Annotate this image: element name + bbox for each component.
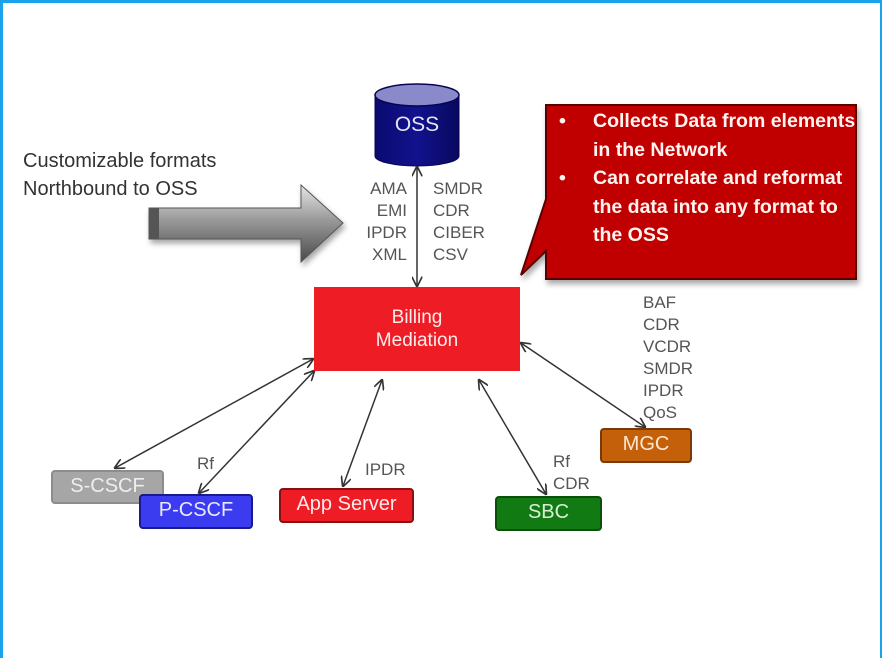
northbound-arrow-icon (148, 183, 344, 264)
arrow-tail-band (149, 208, 159, 239)
node-sbc: SBC (495, 496, 602, 531)
caption-line-2: Northbound to OSS (23, 178, 198, 200)
node-mgc: MGC (600, 428, 692, 463)
northbound-caption: Customizable formats Northbound to OSS (23, 147, 216, 203)
format-label: IPDR (643, 381, 684, 400)
northbound-formats-right: SMDR CDR CIBER CSV (433, 178, 503, 266)
format-label: AMA (370, 179, 407, 198)
node-p-cscf: P-CSCF (139, 494, 253, 529)
callout-text: • Collects Data from elements in the Net… (559, 107, 857, 250)
format-label: CSV (433, 245, 468, 264)
format-label: QoS (643, 403, 678, 422)
connector-billing-mgc (521, 343, 645, 427)
caption-line-1: Customizable formats (23, 150, 217, 172)
format-label: SMDR (643, 359, 694, 378)
format-label: XML (372, 245, 407, 264)
interface-label: Rf (553, 452, 570, 471)
connector-billing-p-cscf (199, 371, 314, 493)
sbc-interface-labels: Rf CDR (553, 451, 590, 495)
node-app-server: App Server (279, 488, 414, 523)
northbound-formats-left: AMA EMI IPDR XML (359, 178, 407, 266)
connector-billing-app-server (343, 380, 382, 486)
connector-billing-sbc (479, 380, 546, 494)
diagram-graphics (3, 83, 857, 658)
format-label: CDR (643, 315, 680, 334)
connector-billing-s-cscf (115, 359, 313, 468)
mgc-formats: BAF CDR VCDR SMDR IPDR QoS (643, 292, 693, 424)
oss-database-icon (374, 83, 460, 167)
billing-mediation-box: Billing Mediation (314, 287, 520, 371)
app-server-interface-label: IPDR (365, 460, 406, 479)
format-label: CDR (433, 201, 470, 220)
billing-mediation-line-2: Mediation (375, 330, 459, 351)
format-label: SMDR (433, 179, 484, 198)
format-label: VCDR (643, 337, 692, 356)
format-label: IPDR (366, 223, 407, 242)
oss-label: OSS (394, 113, 440, 136)
format-label: CIBER (433, 223, 485, 242)
callout-bullet-text: Can correlate and reformat the data into… (593, 167, 843, 246)
bullet-icon: • (559, 167, 566, 189)
callout-bubble (520, 104, 857, 280)
bullet-icon: • (559, 110, 566, 132)
billing-mediation-line-1: Billing (391, 307, 443, 328)
callout-bullet: • Can correlate and reformat the data in… (559, 164, 857, 250)
interface-label: CDR (553, 474, 590, 493)
callout-bullet: • Collects Data from elements in the Net… (559, 107, 857, 164)
format-label: EMI (376, 201, 407, 220)
p-cscf-interface-label: Rf (197, 454, 214, 473)
format-label: BAF (643, 293, 677, 312)
callout-bullet-text: Collects Data from elements in the Netwo… (593, 110, 856, 161)
